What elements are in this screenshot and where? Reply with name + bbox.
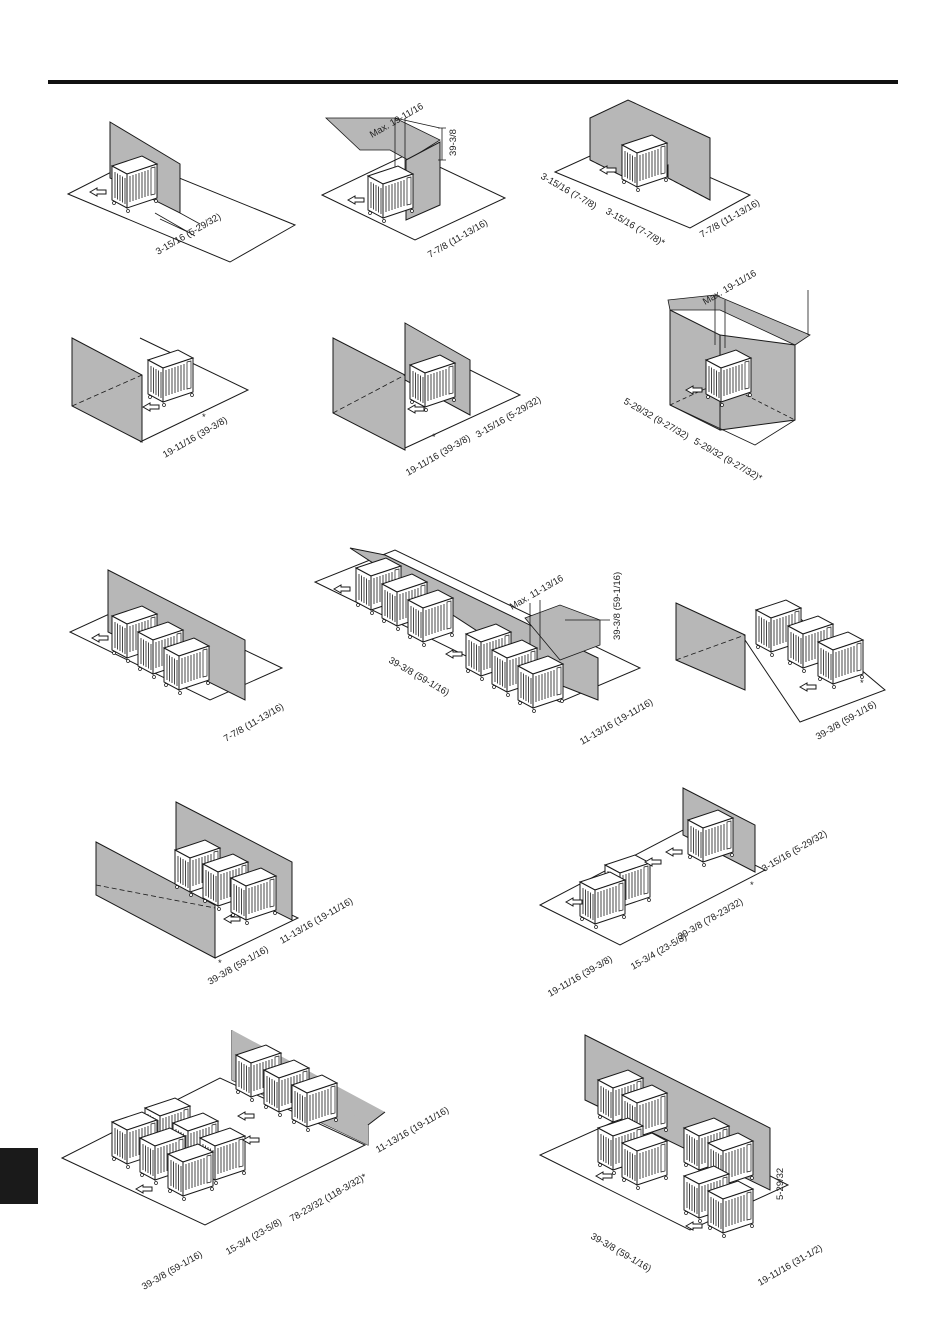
fig12-label-0: 11-13/16 (19-11/16) <box>374 1105 451 1156</box>
fig13-label-0: 5-29/32 <box>775 1168 786 1200</box>
fig8-label-2: 39-3/8 (59-1/16) <box>387 655 451 699</box>
fig11-label-2: 39-3/8 (78-23/32) <box>676 896 745 942</box>
fig4-label-1: 19-11/16 (39-3/8) <box>161 415 229 461</box>
fig2-label-1: 39-3/8 <box>448 129 459 156</box>
fig10-label-1: 39-3/8 (59-1/16) <box>206 944 270 988</box>
outdoor-unit-icon <box>517 655 564 713</box>
fig12: 11-13/16 (19-11/16) 78-23/32 (118-3/32)*… <box>60 1030 451 1293</box>
outdoor-unit-icon <box>163 637 210 695</box>
fig5-label-2: 3-15/16 (5-29/32) <box>474 394 543 440</box>
airflow-arrow-icon <box>333 584 351 594</box>
outdoor-unit-icon <box>579 871 626 929</box>
outdoor-unit-icon <box>167 1143 214 1201</box>
fig11-label-1: * <box>750 880 754 891</box>
fig4-label-0: * <box>202 412 206 423</box>
airflow-arrow-icon <box>445 649 463 659</box>
fig8: Max. 11-13/16 39-3/8 (59-1/16) 39-3/8 (5… <box>313 547 655 748</box>
outdoor-unit-icon <box>111 155 158 213</box>
fig10: * 39-3/8 (59-1/16) 11-13/16 (19-11/16) <box>95 801 355 988</box>
airflow-arrow-icon <box>91 633 109 643</box>
airflow-arrow-icon <box>135 1184 153 1194</box>
fig4: * 19-11/16 (39-3/8) <box>71 337 250 461</box>
fig5-label-0: * <box>432 432 436 443</box>
fig3-label-1: 3-15/16 (7-7/8)* <box>604 206 667 249</box>
fig7-label-0: 7-7/8 (11-13/16) <box>222 701 286 744</box>
section-tab-marker <box>0 1148 38 1204</box>
fig2: Max. 19-11/16 39-3/8 7-7/8 (11-13/16) <box>320 101 507 261</box>
fig13-label-1: 39-3/8 (59-1/16) <box>589 1231 653 1275</box>
outdoor-unit-icon <box>621 134 668 192</box>
fig12-label-3: 39-3/8 (59-1/16) <box>140 1249 204 1293</box>
airflow-arrow-icon <box>595 1171 613 1181</box>
outdoor-unit-icon <box>687 809 734 867</box>
airflow-arrow-icon <box>407 404 425 414</box>
fig11: 3-15/16 (5-29/32) * 39-3/8 (78-23/32) 15… <box>538 787 829 1000</box>
fig10-label-0: * <box>218 958 222 969</box>
fig1: 3-15/16 (5-29/32) <box>66 121 297 263</box>
outdoor-unit-icon <box>230 867 277 925</box>
fig8-label-1: 39-3/8 (59-1/16) <box>612 572 623 640</box>
fig12-label-2: 15-3/4 (23-5/8) <box>224 1217 284 1258</box>
fig5-label-1: 19-11/16 (39-3/8) <box>404 433 472 479</box>
fig9-label-0: * <box>860 678 864 689</box>
outdoor-unit-icon <box>621 1132 668 1190</box>
header-rule <box>48 80 898 84</box>
fig11-label-3: 15-3/4 (23-5/8) <box>629 932 689 973</box>
outdoor-unit-icon <box>707 1180 754 1238</box>
outdoor-unit-icon <box>817 631 864 689</box>
fig3: 3-15/16 (7-7/8) 3-15/16 (7-7/8)* 7-7/8 (… <box>539 99 762 249</box>
airflow-arrow-icon <box>237 1111 255 1121</box>
airflow-arrow-icon <box>799 682 817 692</box>
fig7: 7-7/8 (11-13/16) <box>68 569 286 745</box>
fig11-label-4: 19-11/16 (39-3/8) <box>546 954 614 1000</box>
fig11-label-0: 3-15/16 (5-29/32) <box>760 828 829 874</box>
fig6: Max. 19-11/16 5-29/32 (9-27/32) 5-29/32 … <box>622 268 811 484</box>
airflow-arrow-icon <box>89 187 107 197</box>
fig6-label-2: 5-29/32 (9-27/32)* <box>692 436 765 484</box>
airflow-arrow-icon <box>665 847 683 857</box>
fig13-label-2: 19-11/16 (31-1/2) <box>756 1243 824 1289</box>
fig9-label-1: 39-3/8 (59-1/16) <box>814 699 878 743</box>
outdoor-unit-icon <box>407 589 454 647</box>
fig13: 5-29/32 39-3/8 (59-1/16) 19-11/16 (31-1/… <box>538 1034 824 1289</box>
fig8-label-3: 11-13/16 (19-11/16) <box>578 697 655 748</box>
airflow-arrow-icon <box>142 402 160 412</box>
fig9: * 39-3/8 (59-1/16) <box>675 599 886 743</box>
outdoor-unit-icon <box>147 349 194 407</box>
fig3-label-2: 7-7/8 (11-13/16) <box>698 197 762 240</box>
fig2-label-2: 7-7/8 (11-13/16) <box>426 217 490 260</box>
airflow-arrow-icon <box>347 195 365 205</box>
fig5: * 19-11/16 (39-3/8) 3-15/16 (5-29/32) <box>332 322 543 479</box>
fig12-label-1: 78-23/32 (118-3/32)* <box>288 1171 369 1224</box>
